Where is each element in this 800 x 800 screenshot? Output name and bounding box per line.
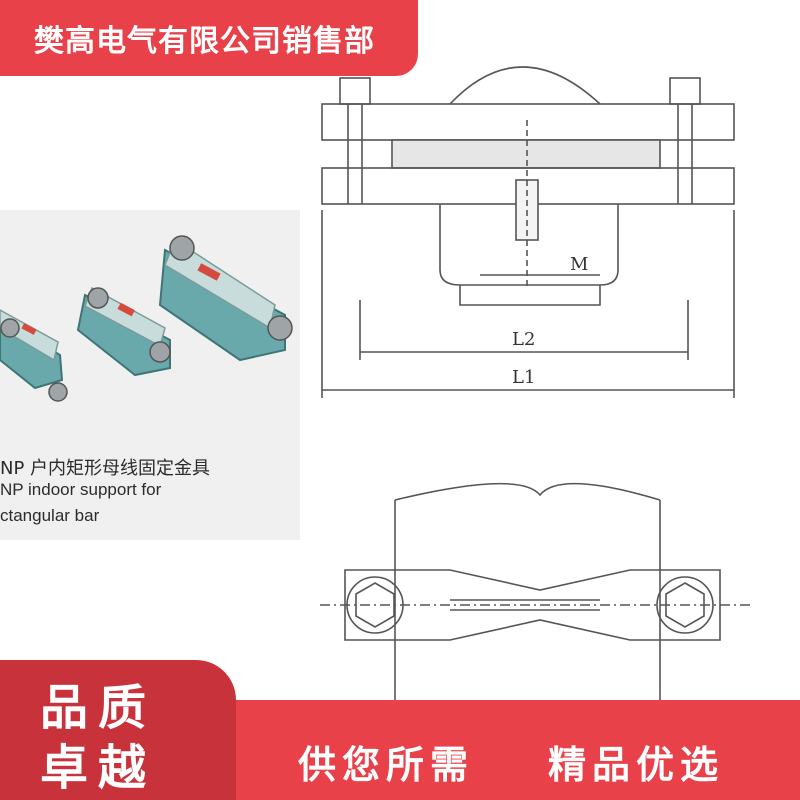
- strap-body: [344, 569, 721, 641]
- label-l2: L2: [512, 329, 535, 350]
- technical-drawing: M L2 L1: [320, 66, 750, 730]
- product-caption-en-1: NP indoor support for: [0, 480, 162, 499]
- hex-nut-left: [355, 582, 395, 628]
- medium-clamp: [76, 286, 171, 377]
- label-m: M: [570, 254, 588, 275]
- bolt-right-top: [669, 77, 701, 105]
- product-photo: [0, 235, 293, 402]
- small-clamp: [0, 309, 68, 402]
- badge-line-2: 卓越: [40, 740, 157, 796]
- bolt-left-top: [339, 77, 371, 105]
- badge-line-1: 品质: [40, 680, 157, 736]
- busbar-section: [391, 139, 661, 169]
- strap-bolt-right: [656, 576, 714, 634]
- product-photo-panel: [0, 210, 300, 540]
- slogan-1: 供您所需: [298, 743, 475, 787]
- company-banner: [0, 0, 418, 76]
- quality-badge: [0, 660, 236, 800]
- large-clamp: [158, 235, 293, 362]
- company-name: 樊高电气有限公司销售部: [34, 24, 375, 59]
- product-caption-cn: NP 户内矩形母线固定金具: [0, 458, 211, 479]
- hex-nut-right: [665, 582, 705, 628]
- support-body: [439, 204, 619, 286]
- slogan-2: 精品优选: [548, 743, 725, 787]
- product-caption-en-2: ctangular bar: [0, 506, 100, 525]
- label-l1: L1: [512, 367, 535, 388]
- top-plate: [321, 103, 735, 141]
- insulator-arch: [449, 66, 601, 105]
- strap-top-outline: [394, 482, 661, 501]
